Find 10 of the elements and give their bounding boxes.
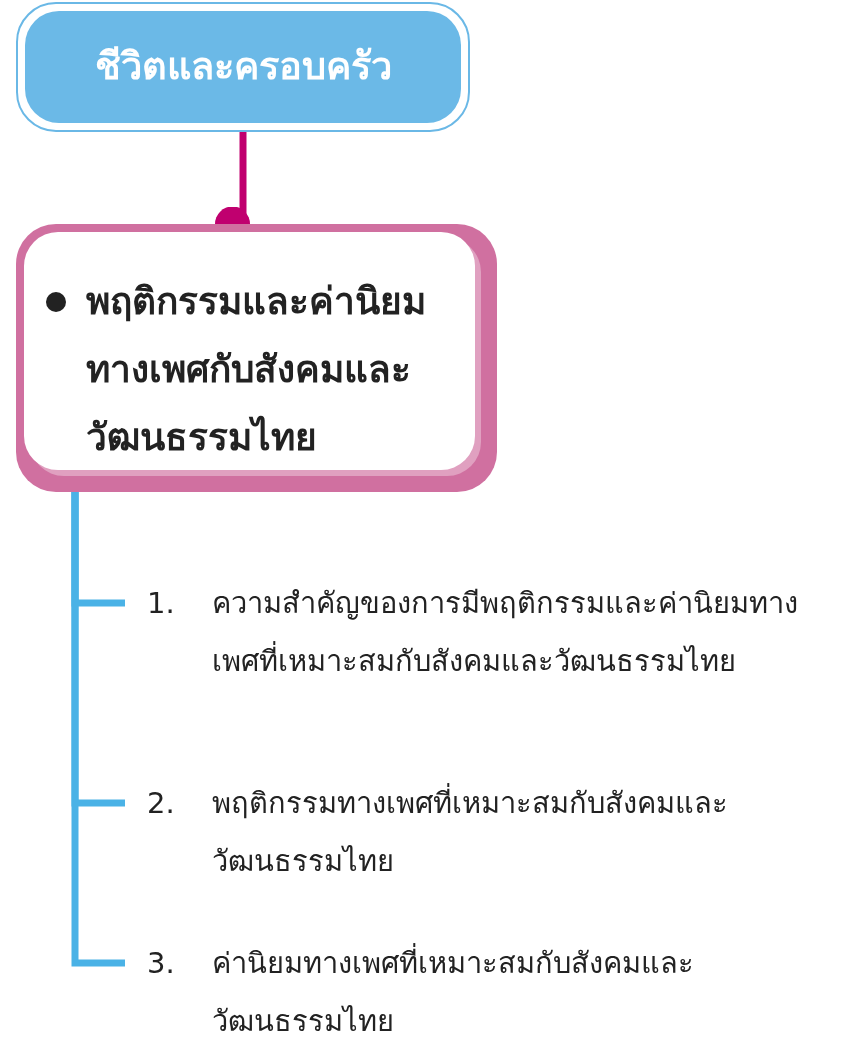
item-text: ค่านิยมทางเพศที่เหมาะสมกับสังคมและวัฒนธรรมไทย (212, 934, 822, 1050)
item-number: 1. (147, 585, 176, 622)
item-text: ความสำคัญของการมีพฤติกรรมและค่านิยมทางเพศที่เหมาะสมกับสังคมและวัฒนธรรมไทย (212, 585, 799, 680)
topic-title: ชีวิตและครอบครัว (94, 43, 392, 91)
item-number: 3. (147, 945, 176, 982)
subtopic-card (16, 224, 497, 492)
subtopic-title: พฤติกรรมและค่านิยมทางเพศกับสังคมและวัฒนธรรมไทย (86, 279, 427, 461)
item-number: 2. (147, 785, 176, 822)
item-text: พฤติกรรมทางเพศที่เหมาะสมกับสังคมและวัฒนธรรมไทย (212, 774, 822, 890)
topic-pill (16, 2, 470, 132)
